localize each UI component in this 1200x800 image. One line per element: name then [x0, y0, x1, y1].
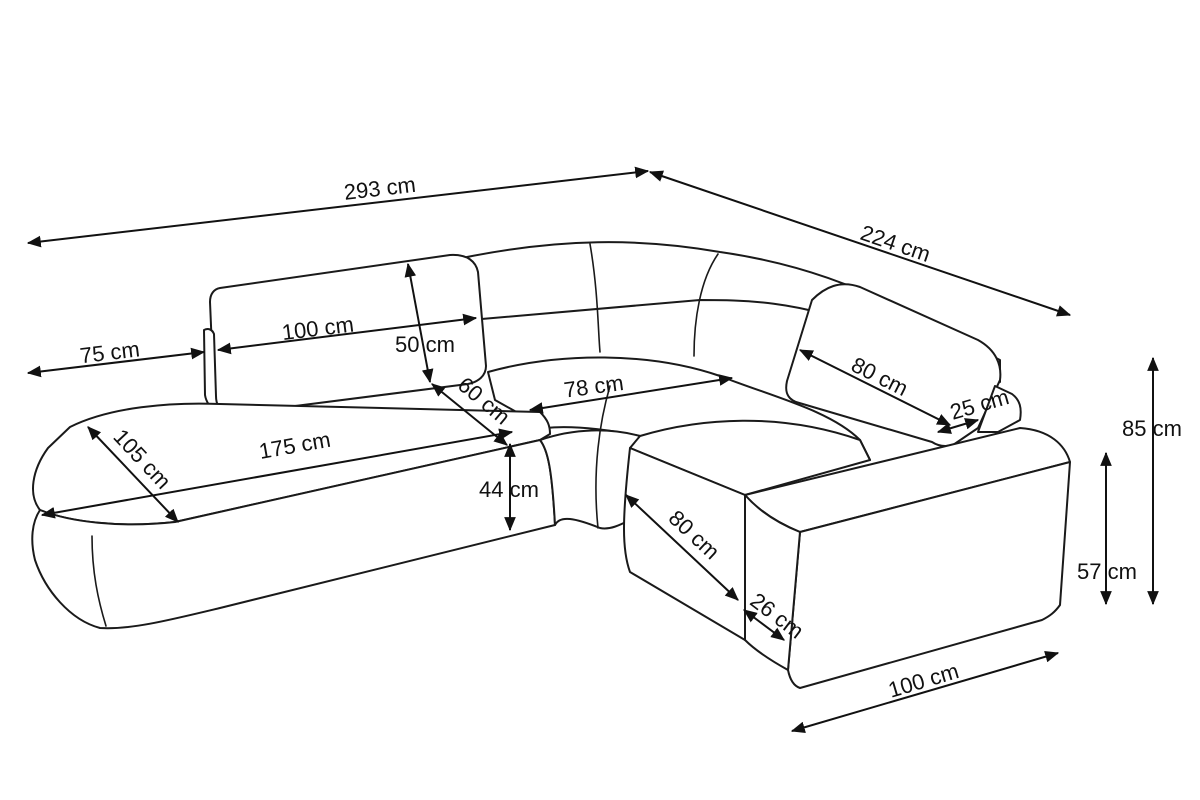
dimension-arrow [404, 262, 434, 384]
sofa-outline [31, 241, 1071, 689]
dimension-arrow [790, 651, 1060, 733]
dimension-seat-height-44: 44 cm [479, 442, 539, 532]
dimension-arrow [648, 170, 1072, 317]
dimension-arrow [798, 349, 952, 426]
right-arm-front [787, 461, 1071, 689]
dimension-label: 44 cm [479, 477, 539, 502]
dimension-arrow [40, 428, 514, 519]
dimension-label: 85 cm [1122, 416, 1182, 441]
right-armrest-inner [977, 385, 1022, 433]
dimension-arrow [26, 166, 650, 248]
dimension-total-height-85: 85 cm [1122, 356, 1182, 606]
dimension-cushion-height-50: 50 cm [395, 262, 455, 384]
dimension-arrow [528, 374, 734, 414]
chaise-seam [91, 535, 107, 627]
dimension-arm-height-57: 57 cm [1077, 451, 1137, 606]
dimension-label: 57 cm [1077, 559, 1137, 584]
dimension-arrow [26, 347, 206, 378]
dimension-arrow [936, 418, 980, 434]
dimension-label: 224 cm [857, 220, 933, 267]
dimension-arrow [743, 609, 785, 641]
dimension-label: 50 cm [395, 332, 455, 357]
corner-seat-front [539, 429, 641, 530]
dimension-label: 100 cm [885, 658, 961, 702]
dimension-label: 75 cm [79, 336, 141, 368]
right-seat [629, 419, 871, 496]
dimension-overall-width: 293 cm [26, 166, 650, 248]
back-seam [589, 243, 601, 353]
dimension-armrest-75: 75 cm [26, 336, 206, 378]
dimension-arrow [625, 494, 739, 601]
